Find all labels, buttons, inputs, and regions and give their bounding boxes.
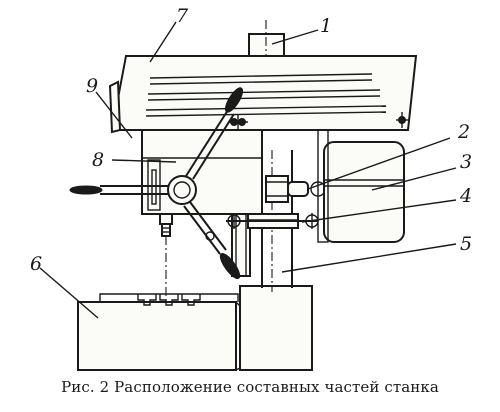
chuck <box>159 213 173 300</box>
callout-3: 3 <box>460 151 472 173</box>
clamp-lever <box>226 213 319 229</box>
callout-1: 1 <box>320 15 332 37</box>
lid-handle <box>108 80 122 134</box>
base <box>77 293 241 371</box>
spindle-head <box>141 129 263 277</box>
callout-7: 7 <box>176 5 189 27</box>
callout-5: 5 <box>460 233 472 255</box>
callout-6: 6 <box>30 253 42 275</box>
spindle <box>248 20 285 59</box>
callout-8-nine: 9 <box>86 75 98 97</box>
motor <box>317 129 405 243</box>
figure-caption: Рис. 2 Расположение составных частей ста… <box>61 378 439 396</box>
leader-lines <box>39 21 457 319</box>
feed-hub <box>69 87 244 279</box>
feed-handle <box>265 175 326 203</box>
callout-8: 8 <box>92 149 104 171</box>
callout-2: 2 <box>457 121 470 143</box>
callout-4: 4 <box>459 185 472 207</box>
head-cover <box>108 55 418 134</box>
